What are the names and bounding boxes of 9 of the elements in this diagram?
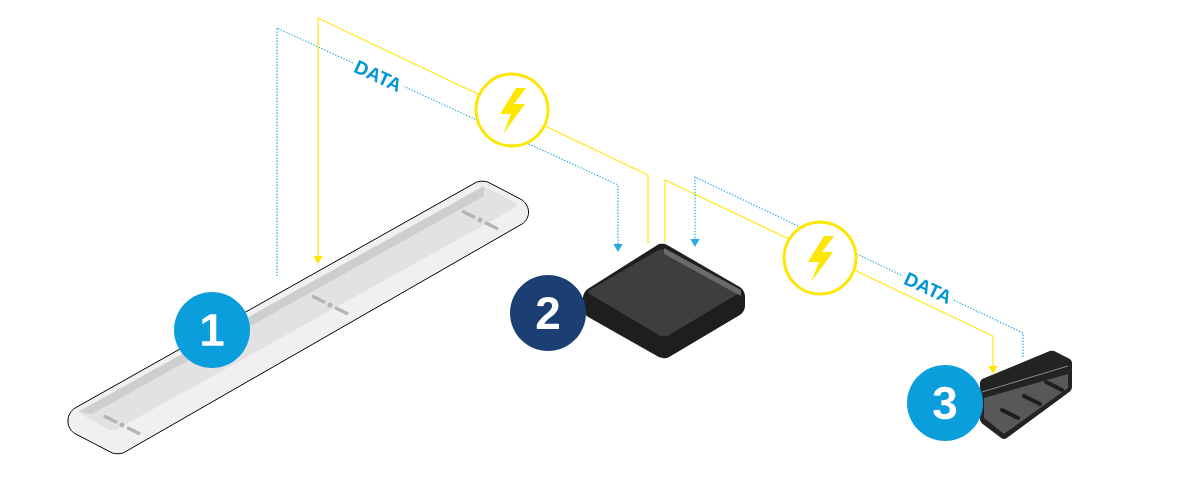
edge-label: DATA	[348, 55, 408, 97]
edge-label: DATA	[898, 267, 958, 309]
number-badge: 2	[510, 275, 586, 351]
number-badge: 3	[907, 365, 983, 441]
connector-arrow	[313, 17, 649, 264]
number-badge: 1	[174, 292, 250, 368]
sensor-device-drawing	[980, 350, 1072, 439]
connector-arrow	[276, 27, 623, 277]
hub-device-drawing	[583, 243, 745, 359]
